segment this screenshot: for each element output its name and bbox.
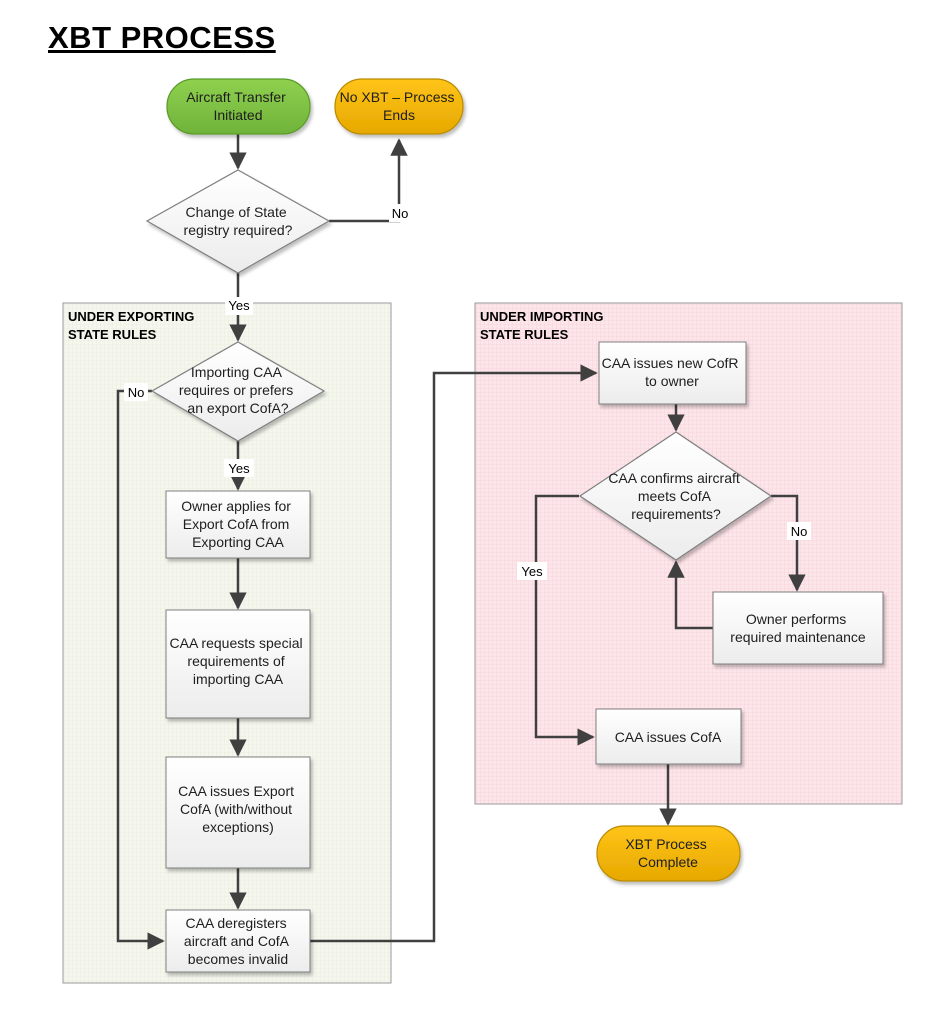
node-transfer-initiated: Aircraft Transfer Initiated xyxy=(166,78,311,135)
process-caa-requests: CAA requests special requirements of imp… xyxy=(165,609,311,719)
process-caa-deregisters-line-2: aircraft and CofA xyxy=(184,933,290,949)
node-xbt-complete-line-1: XBT Process xyxy=(625,836,706,852)
process-caa-issues-export: CAA issues Export CofA (with/without exc… xyxy=(165,756,311,869)
decision-caa-confirms-line-2: meets CofA xyxy=(638,488,712,504)
svg-text:Change of State registry: Change of State registry required? xyxy=(184,204,293,238)
edge-label-no-2: No xyxy=(128,385,145,400)
edge-deregisters-to-cofr xyxy=(310,364,598,943)
process-caa-deregisters: CAA deregisters aircraft and CofA become… xyxy=(165,909,311,973)
process-owner-applies-line-3: Exporting CAA xyxy=(192,534,284,550)
process-caa-issues-cofa: CAA issues CofA xyxy=(595,708,742,765)
node-transfer-initiated-line-2: Initiated xyxy=(213,107,262,123)
process-caa-new-cofr: CAA issues new CofR to owner xyxy=(598,341,747,405)
svg-text:CAA issues CofA: CAA issues CofA xyxy=(615,729,722,745)
svg-text:Owner performs required: Owner performs required maintenance xyxy=(730,611,866,645)
decision-importing-caa: Importing CAA requires or prefers an exp… xyxy=(150,341,326,442)
decision-importing-caa-line-1: Importing CAA xyxy=(191,364,283,380)
process-caa-issues-export-line-1: CAA issues Export xyxy=(178,783,294,799)
import-region-label-1: UNDER IMPORTING xyxy=(480,309,604,324)
edge-maintenance-to-confirms xyxy=(667,560,713,630)
svg-text:CAA issues new CofR to o: CAA issues new CofR to owner xyxy=(602,355,743,389)
decision-change-of-state-line-1: Change of State xyxy=(185,204,286,220)
node-xbt-complete: XBT Process Complete xyxy=(596,825,741,882)
process-caa-deregisters-line-3: becomes invalid xyxy=(188,951,288,967)
edge-labels: No Yes No Yes No Yes xyxy=(124,204,811,580)
edge-label-no-3: No xyxy=(791,524,808,539)
node-no-xbt-end-line-2: Ends xyxy=(383,107,415,123)
process-owner-maintenance-line-1: Owner performs xyxy=(746,611,846,627)
process-caa-new-cofr-line-2: to owner xyxy=(645,373,699,389)
connectors xyxy=(116,134,806,950)
process-owner-applies: Owner applies for Export CofA from Expor… xyxy=(165,490,311,559)
decision-caa-confirms-line-3: requirements? xyxy=(631,506,721,522)
svg-text:No XBT – Process Ends: No XBT – Process Ends xyxy=(340,89,459,123)
process-owner-applies-line-2: Export CofA from xyxy=(183,516,290,532)
svg-text:CAA deregisters aircraft: CAA deregisters aircraft and CofA become… xyxy=(184,915,292,967)
process-caa-issues-cofa-line-1: CAA issues CofA xyxy=(615,729,722,745)
decision-change-of-state-line-2: registry required? xyxy=(184,222,293,238)
edge-label-yes-1: Yes xyxy=(228,298,250,313)
svg-text:Importing CAA requires o: Importing CAA requires or prefers an exp… xyxy=(179,364,297,416)
decision-importing-caa-line-2: requires or prefers xyxy=(179,382,293,398)
svg-text:Owner applies for Export: Owner applies for Export CofA from Expor… xyxy=(181,498,295,550)
decision-change-of-state: Change of State registry required? xyxy=(145,169,331,274)
edge-change-no-to-end xyxy=(329,138,408,223)
edge-label-yes-3: Yes xyxy=(521,564,543,579)
import-region-label-2: STATE RULES xyxy=(480,327,569,342)
node-no-xbt-end: No XBT – Process Ends xyxy=(334,78,464,135)
page-title: XBT PROCESS xyxy=(48,20,276,55)
decision-caa-confirms: CAA confirms aircraft meets CofA require… xyxy=(578,431,773,561)
export-region-label-1: UNDER EXPORTING xyxy=(68,309,194,324)
process-owner-applies-line-1: Owner applies for xyxy=(181,498,291,514)
node-no-xbt-end-line-1: No XBT – Process xyxy=(340,89,455,105)
decision-importing-caa-line-3: an export CofA? xyxy=(187,400,288,416)
svg-text:Aircraft Transfer Initi: Aircraft Transfer Initiated xyxy=(186,89,289,123)
export-region-label-2: STATE RULES xyxy=(68,327,157,342)
node-transfer-initiated-line-1: Aircraft Transfer xyxy=(186,89,286,105)
process-owner-maintenance-line-2: required maintenance xyxy=(730,629,866,645)
process-caa-issues-export-line-2: CofA (with/without xyxy=(180,801,292,817)
svg-text:CAA issues Export CofA (: CAA issues Export CofA (with/without exc… xyxy=(178,783,298,835)
svg-text:CAA requests special req: CAA requests special requirements of imp… xyxy=(170,635,307,687)
process-caa-requests-line-1: CAA requests special xyxy=(170,635,303,651)
process-caa-issues-export-line-3: exceptions) xyxy=(202,819,274,835)
process-caa-new-cofr-line-1: CAA issues new CofR xyxy=(602,355,739,371)
node-xbt-complete-line-2: Complete xyxy=(638,854,698,870)
svg-text:CAA confirms aircraft me: CAA confirms aircraft meets CofA require… xyxy=(608,470,743,522)
process-caa-deregisters-line-1: CAA deregisters xyxy=(185,915,286,931)
decision-caa-confirms-line-1: CAA confirms aircraft xyxy=(608,470,740,486)
edge-confirms-yes-to-cofa xyxy=(534,494,595,746)
edge-label-yes-2: Yes xyxy=(228,461,250,476)
edge-confirms-no-to-maintenance xyxy=(771,494,806,592)
edge-label-no-1: No xyxy=(392,206,409,221)
process-caa-requests-line-3: importing CAA xyxy=(193,671,284,687)
svg-text:XBT Process Complete: XBT Process Complete xyxy=(625,836,710,870)
process-caa-requests-line-2: requirements of xyxy=(187,653,284,669)
process-owner-maintenance: Owner performs required maintenance xyxy=(712,591,884,665)
